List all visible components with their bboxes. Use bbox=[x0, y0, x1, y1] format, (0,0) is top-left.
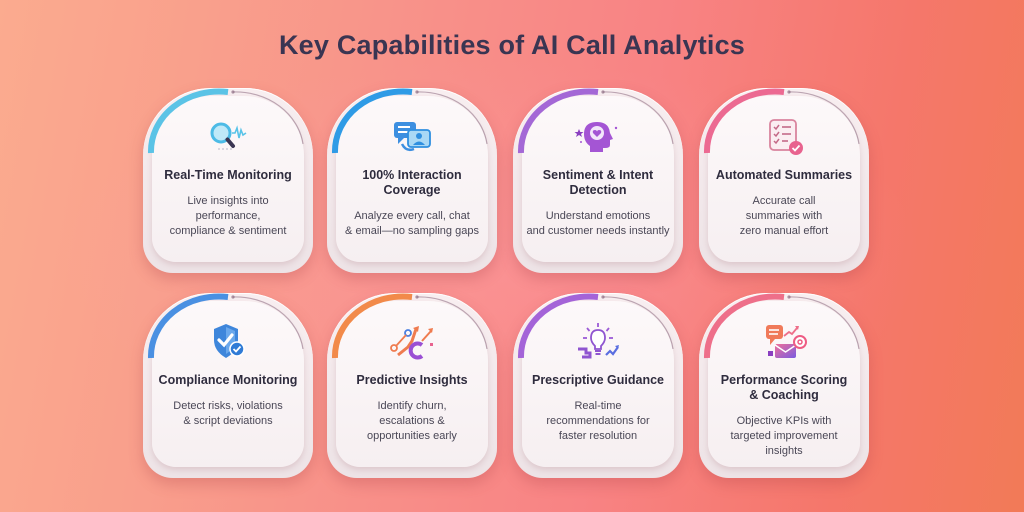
card-title-line: Predictive Insights bbox=[356, 373, 468, 387]
magnifier-waveform-icon bbox=[202, 116, 254, 160]
card-description-line: & script deviations bbox=[183, 415, 273, 427]
card-description-line: & email—no sampling gaps bbox=[345, 225, 479, 237]
card-description: Understand emotions and customer needs in… bbox=[521, 209, 675, 239]
card-description-line: performance, bbox=[195, 210, 261, 222]
card-description-line: escalations & bbox=[379, 415, 445, 427]
card-title: Predictive Insights bbox=[333, 373, 491, 388]
card-description-line: Accurate call bbox=[752, 195, 816, 207]
trend-arrows-icon bbox=[386, 321, 438, 365]
card-title: Prescriptive Guidance bbox=[519, 373, 677, 388]
card-title: Real-Time Monitoring bbox=[149, 168, 307, 183]
card-description-line: compliance & sentiment bbox=[169, 225, 287, 237]
card-title-line: Performance Scoring bbox=[720, 373, 848, 387]
card-title-line: & Coaching bbox=[749, 388, 819, 402]
card-title-line: Compliance Monitoring bbox=[158, 373, 298, 387]
card-description: Objective KPIs with targeted improvement i… bbox=[707, 414, 861, 459]
card-title: Compliance Monitoring bbox=[149, 373, 307, 388]
card-title-line: 100% Interaction bbox=[362, 168, 462, 182]
card-description-line: Identify churn, bbox=[377, 400, 447, 412]
chat-bubbles-icon bbox=[386, 116, 438, 160]
card-description-line: zero manual effort bbox=[739, 225, 829, 237]
card-description: Accurate call summaries with zero manual e… bbox=[707, 194, 861, 239]
card-description-line: Live insights into bbox=[187, 195, 269, 207]
card-description: Identify churn, escalations & opportunitie… bbox=[335, 399, 489, 444]
lightbulb-icon bbox=[572, 321, 624, 365]
card-title-line: Detection bbox=[569, 183, 627, 197]
card-description-line: Understand emotions bbox=[545, 210, 651, 222]
checklist-icon bbox=[758, 116, 810, 160]
message-mail-icon bbox=[758, 321, 810, 365]
card-description-line: Detect risks, violations bbox=[173, 400, 283, 412]
card-title-line: Prescriptive Guidance bbox=[531, 373, 664, 387]
card-description-line: summaries with bbox=[745, 210, 823, 222]
card-title-line: Automated Summaries bbox=[715, 168, 853, 182]
card-title: Automated Summaries bbox=[705, 168, 863, 183]
card-description-line: targeted improvement bbox=[730, 430, 838, 442]
card-description: Analyze every call, chat & email—no sampl… bbox=[335, 209, 489, 239]
card-title: Performance Scoring& Coaching bbox=[705, 373, 863, 403]
card-description: Detect risks, violations & script deviati… bbox=[151, 399, 305, 429]
card-description-line: Real-time bbox=[574, 400, 622, 412]
card-description-line: Analyze every call, chat bbox=[354, 210, 470, 222]
card-title-line: Real-Time Monitoring bbox=[164, 168, 292, 182]
shield-check-icon bbox=[202, 321, 254, 365]
card-title-line: Coverage bbox=[383, 183, 441, 197]
card-description: Real-time recommendations for faster resol… bbox=[521, 399, 675, 444]
card-description-line: recommendations for bbox=[546, 415, 650, 427]
card-description-line: insights bbox=[765, 445, 803, 457]
card-description-line: faster resolution bbox=[558, 430, 638, 442]
card-description-line: opportunities early bbox=[367, 430, 457, 442]
head-heart-icon bbox=[572, 116, 624, 160]
card-description: Live insights into performance, compliance… bbox=[151, 194, 305, 239]
page-title: Key Capabilities of AI Call Analytics bbox=[278, 30, 746, 60]
card-title-line: Sentiment & Intent bbox=[542, 168, 654, 182]
card-description-line: and customer needs instantly bbox=[526, 225, 670, 237]
card-description-line: Objective KPIs with bbox=[736, 415, 832, 427]
